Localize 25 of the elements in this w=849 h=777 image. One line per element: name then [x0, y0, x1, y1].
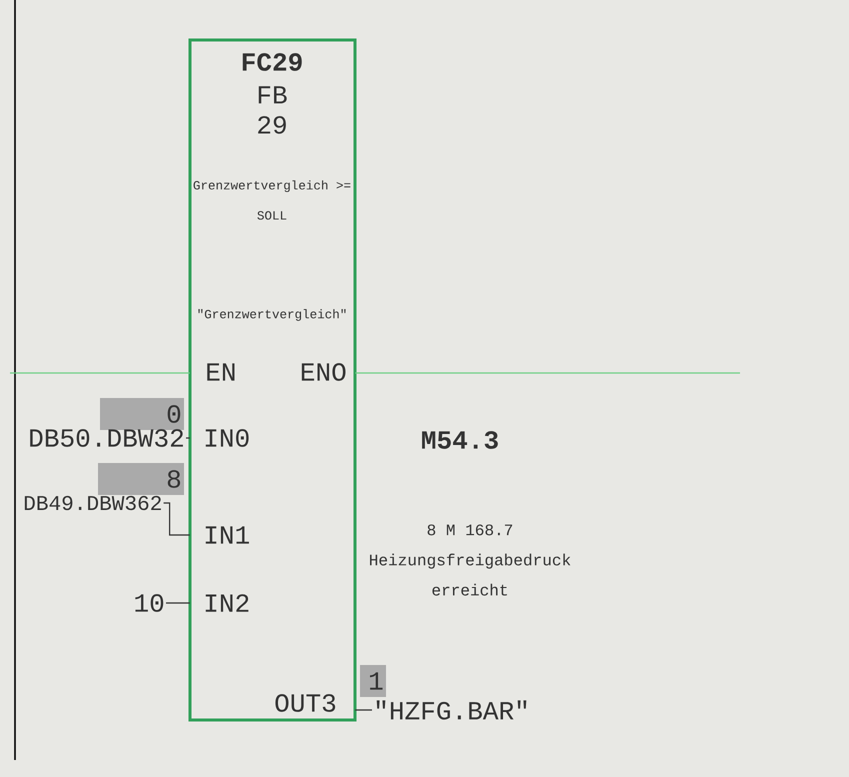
pin-label: EN	[207, 363, 234, 381]
constant-value: 10	[135, 594, 164, 612]
block-symbol: "Grenzwertvergleich"	[198, 309, 346, 321]
wire	[164, 502, 190, 536]
status-value: 1	[360, 665, 386, 697]
operand-label: DB50.DBW32	[30, 429, 183, 447]
pin-label: IN2	[206, 594, 248, 612]
pin-label: ENO	[302, 363, 346, 381]
pin-label: IN1	[206, 526, 249, 544]
address-label: M54.3	[422, 431, 498, 449]
symbol-label: "HZFG.BAR"	[376, 700, 526, 720]
block-type: FB 29	[258, 86, 287, 134]
pin-label: IN0	[206, 429, 249, 447]
pin-label: OUT3	[275, 694, 336, 712]
block-comment: Grenzwertvergleich >= SOLL	[194, 180, 350, 220]
operand-label: DB49.DBW362	[24, 496, 161, 510]
block-title: FC29	[242, 53, 302, 71]
wire	[355, 709, 372, 711]
rung-line	[355, 372, 740, 374]
comment-text: 8 M 168.7 Heizungsfreigabedruck erreicht	[370, 524, 570, 596]
wire	[186, 437, 190, 439]
status-value: 8	[98, 463, 184, 495]
wire	[166, 602, 190, 604]
rung-line	[10, 372, 190, 374]
status-value: 0	[100, 398, 184, 430]
